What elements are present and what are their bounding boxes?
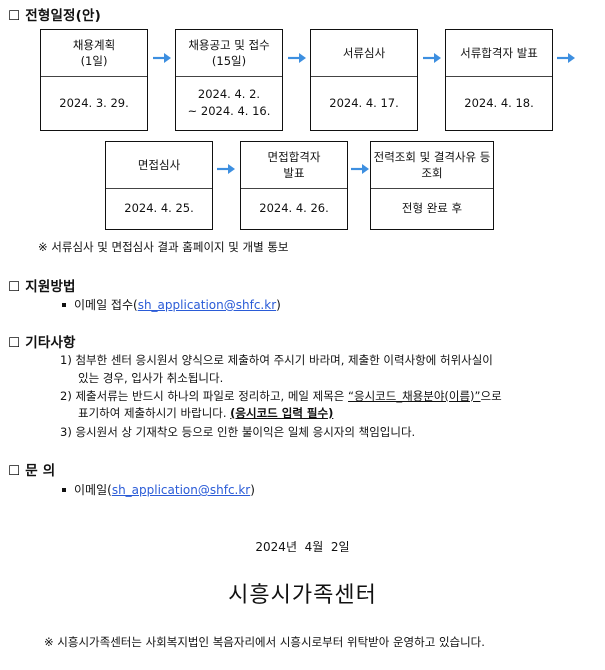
schedule-step-1: 채용계획 (1일) 2024. 3. 29. (40, 29, 148, 131)
other-item-2-line-2: 표기하여 제출하시기 바랍니다. (응시코드 입력 필수) (78, 405, 333, 422)
step-title-line: 발표 (283, 166, 305, 180)
step-date-line: 2024. 4. 25. (124, 201, 194, 215)
document-date: 2024년 4월 2일 (255, 540, 350, 554)
schedule-step-title: 채용계획 (1일) (41, 30, 147, 77)
other-item-2-line-1: 2) 제출서류는 반드시 하나의 파일로 정리하고, 메일 제목은 “응시코드_… (60, 388, 502, 405)
flow-arrow-icon (423, 53, 441, 63)
schedule-step-date: 전형 완료 후 (371, 188, 493, 229)
step-title-line: 서류심사 (342, 46, 386, 60)
apply-prefix: 이메일 접수( (74, 298, 138, 312)
step-title-line: 채용계획 (72, 38, 116, 52)
subject-format-text: “응시코드_채용분야(이름)” (348, 389, 481, 403)
schedule-step-5: 면접심사 2024. 4. 25. (105, 141, 213, 230)
step-title-line: 서류합격자 발표 (460, 46, 538, 60)
step-title-line: 전력조회 및 결격사유 등 (373, 150, 491, 164)
step-date-line: 2024. 4. 17. (329, 95, 399, 110)
schedule-step-title: 서류합격자 발표 (446, 30, 552, 77)
schedule-step-date: 2024. 4. 2. ~ 2024. 4. 16. (176, 76, 282, 130)
bullet-square-icon (62, 487, 66, 492)
other-item-2-text-b: 으로 (480, 389, 502, 403)
step-title-line: 면접합격자 (267, 150, 321, 164)
flow-arrow-icon (217, 164, 235, 174)
schedule-step-2: 채용공고 및 접수 (15일) 2024. 4. 2. ~ 2024. 4. 16. (175, 29, 283, 131)
flow-arrow-icon (557, 53, 575, 63)
apply-section-title: ☐ 지원방법 (8, 279, 76, 295)
step-date-line: ~ 2024. 4. 16. (187, 104, 271, 118)
inquiry-email-link[interactable]: sh_application@shfc.kr (111, 483, 251, 497)
schedule-step-date: 2024. 4. 25. (106, 188, 212, 229)
step-title-line: (15일) (211, 54, 247, 68)
organization-name: 시흥시가족센터 (228, 583, 377, 608)
inquiry-section-title: ☐ 문 의 (8, 463, 56, 479)
step-title-line: 조회 (421, 166, 443, 180)
inquiry-suffix: ) (250, 483, 255, 497)
code-required-text: (응시코드 입력 필수) (230, 406, 334, 420)
inquiry-prefix: 이메일( (74, 483, 112, 497)
step-title-line: 채용공고 및 접수 (188, 38, 270, 52)
other-item-3: 3) 응시원서 상 기재착오 등으로 인한 불이익은 일체 응시자의 책임입니다… (60, 425, 416, 439)
inquiry-item: 이메일(sh_application@shfc.kr) (62, 481, 255, 498)
step-title-line: (1일) (80, 54, 108, 68)
apply-method-item: 이메일 접수(sh_application@shfc.kr) (62, 296, 281, 313)
other-item-1-line-1: 1) 첨부한 센터 응시원서 양식으로 제출하여 주시기 바라며, 제출한 이력… (60, 353, 493, 367)
schedule-note: ※ 서류심사 및 면접심사 결과 홈페이지 및 개별 통보 (38, 240, 289, 254)
schedule-step-4: 서류합격자 발표 2024. 4. 18. (445, 29, 553, 131)
schedule-section-title: ☐ 전형일정(안) (8, 8, 102, 24)
step-date-line: 2024. 4. 2. (197, 87, 261, 101)
bullet-square-icon (62, 302, 66, 307)
schedule-step-title: 채용공고 및 접수 (15일) (176, 30, 282, 77)
schedule-step-date: 2024. 4. 17. (311, 76, 417, 130)
apply-email-link[interactable]: sh_application@shfc.kr (137, 298, 277, 312)
flow-arrow-icon (351, 164, 369, 174)
step-date-line: 전형 완료 후 (401, 201, 463, 215)
schedule-step-title: 서류심사 (311, 30, 417, 77)
other-item-2-text-a: 2) 제출서류는 반드시 하나의 파일로 정리하고, 메일 제목은 (60, 389, 349, 403)
schedule-step-date: 2024. 4. 18. (446, 76, 552, 130)
schedule-step-title: 면접심사 (106, 142, 212, 189)
other-item-1-line-2: 있는 경우, 입사가 취소됩니다. (78, 371, 224, 385)
other-section-title: ☐ 기타사항 (8, 335, 76, 351)
step-title-line: 면접심사 (137, 158, 181, 172)
schedule-step-date: 2024. 3. 29. (41, 76, 147, 130)
schedule-step-date: 2024. 4. 26. (241, 188, 347, 229)
schedule-step-3: 서류심사 2024. 4. 17. (310, 29, 418, 131)
step-date-line: 2024. 3. 29. (59, 95, 129, 110)
other-item-2-text-c: 표기하여 제출하시기 바랍니다. (78, 406, 231, 420)
apply-suffix: ) (276, 298, 281, 312)
flow-arrow-icon (288, 53, 306, 63)
step-date-line: 2024. 4. 18. (464, 95, 534, 110)
flow-arrow-icon (153, 53, 171, 63)
footer-note: ※ 시흥시가족센터는 사회복지법인 복음자리에서 시흥시로부터 위탁받아 운영하… (44, 635, 485, 649)
step-date-line: 2024. 4. 26. (259, 201, 329, 215)
